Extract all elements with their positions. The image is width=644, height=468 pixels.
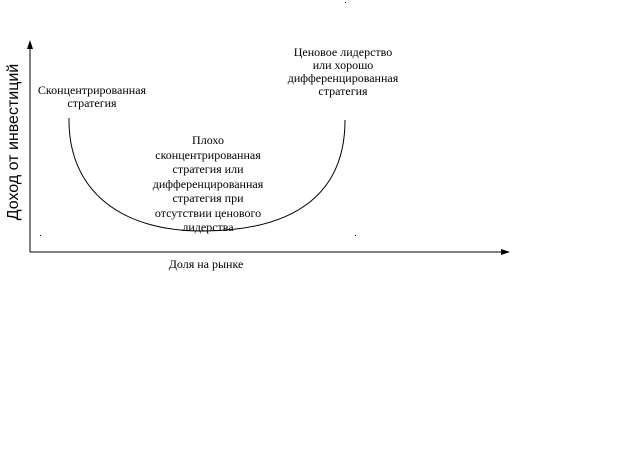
y-axis-arrow xyxy=(27,40,33,49)
dot-mark xyxy=(345,2,346,3)
center-label: Плохо сконцентрированная стратегия или д… xyxy=(152,133,264,234)
x-axis-label: Доля на рынке xyxy=(168,257,244,271)
right-label: Ценовое лидерство или хорошо дифференцир… xyxy=(287,45,399,98)
y-axis-label: Доход от инвестиций xyxy=(5,63,22,221)
u-curve xyxy=(68,117,346,232)
x-axis-arrow xyxy=(501,249,510,255)
dot-mark xyxy=(355,235,356,236)
left-label: Сконцентрированная стратегия xyxy=(37,83,147,110)
dot-mark xyxy=(40,235,41,236)
